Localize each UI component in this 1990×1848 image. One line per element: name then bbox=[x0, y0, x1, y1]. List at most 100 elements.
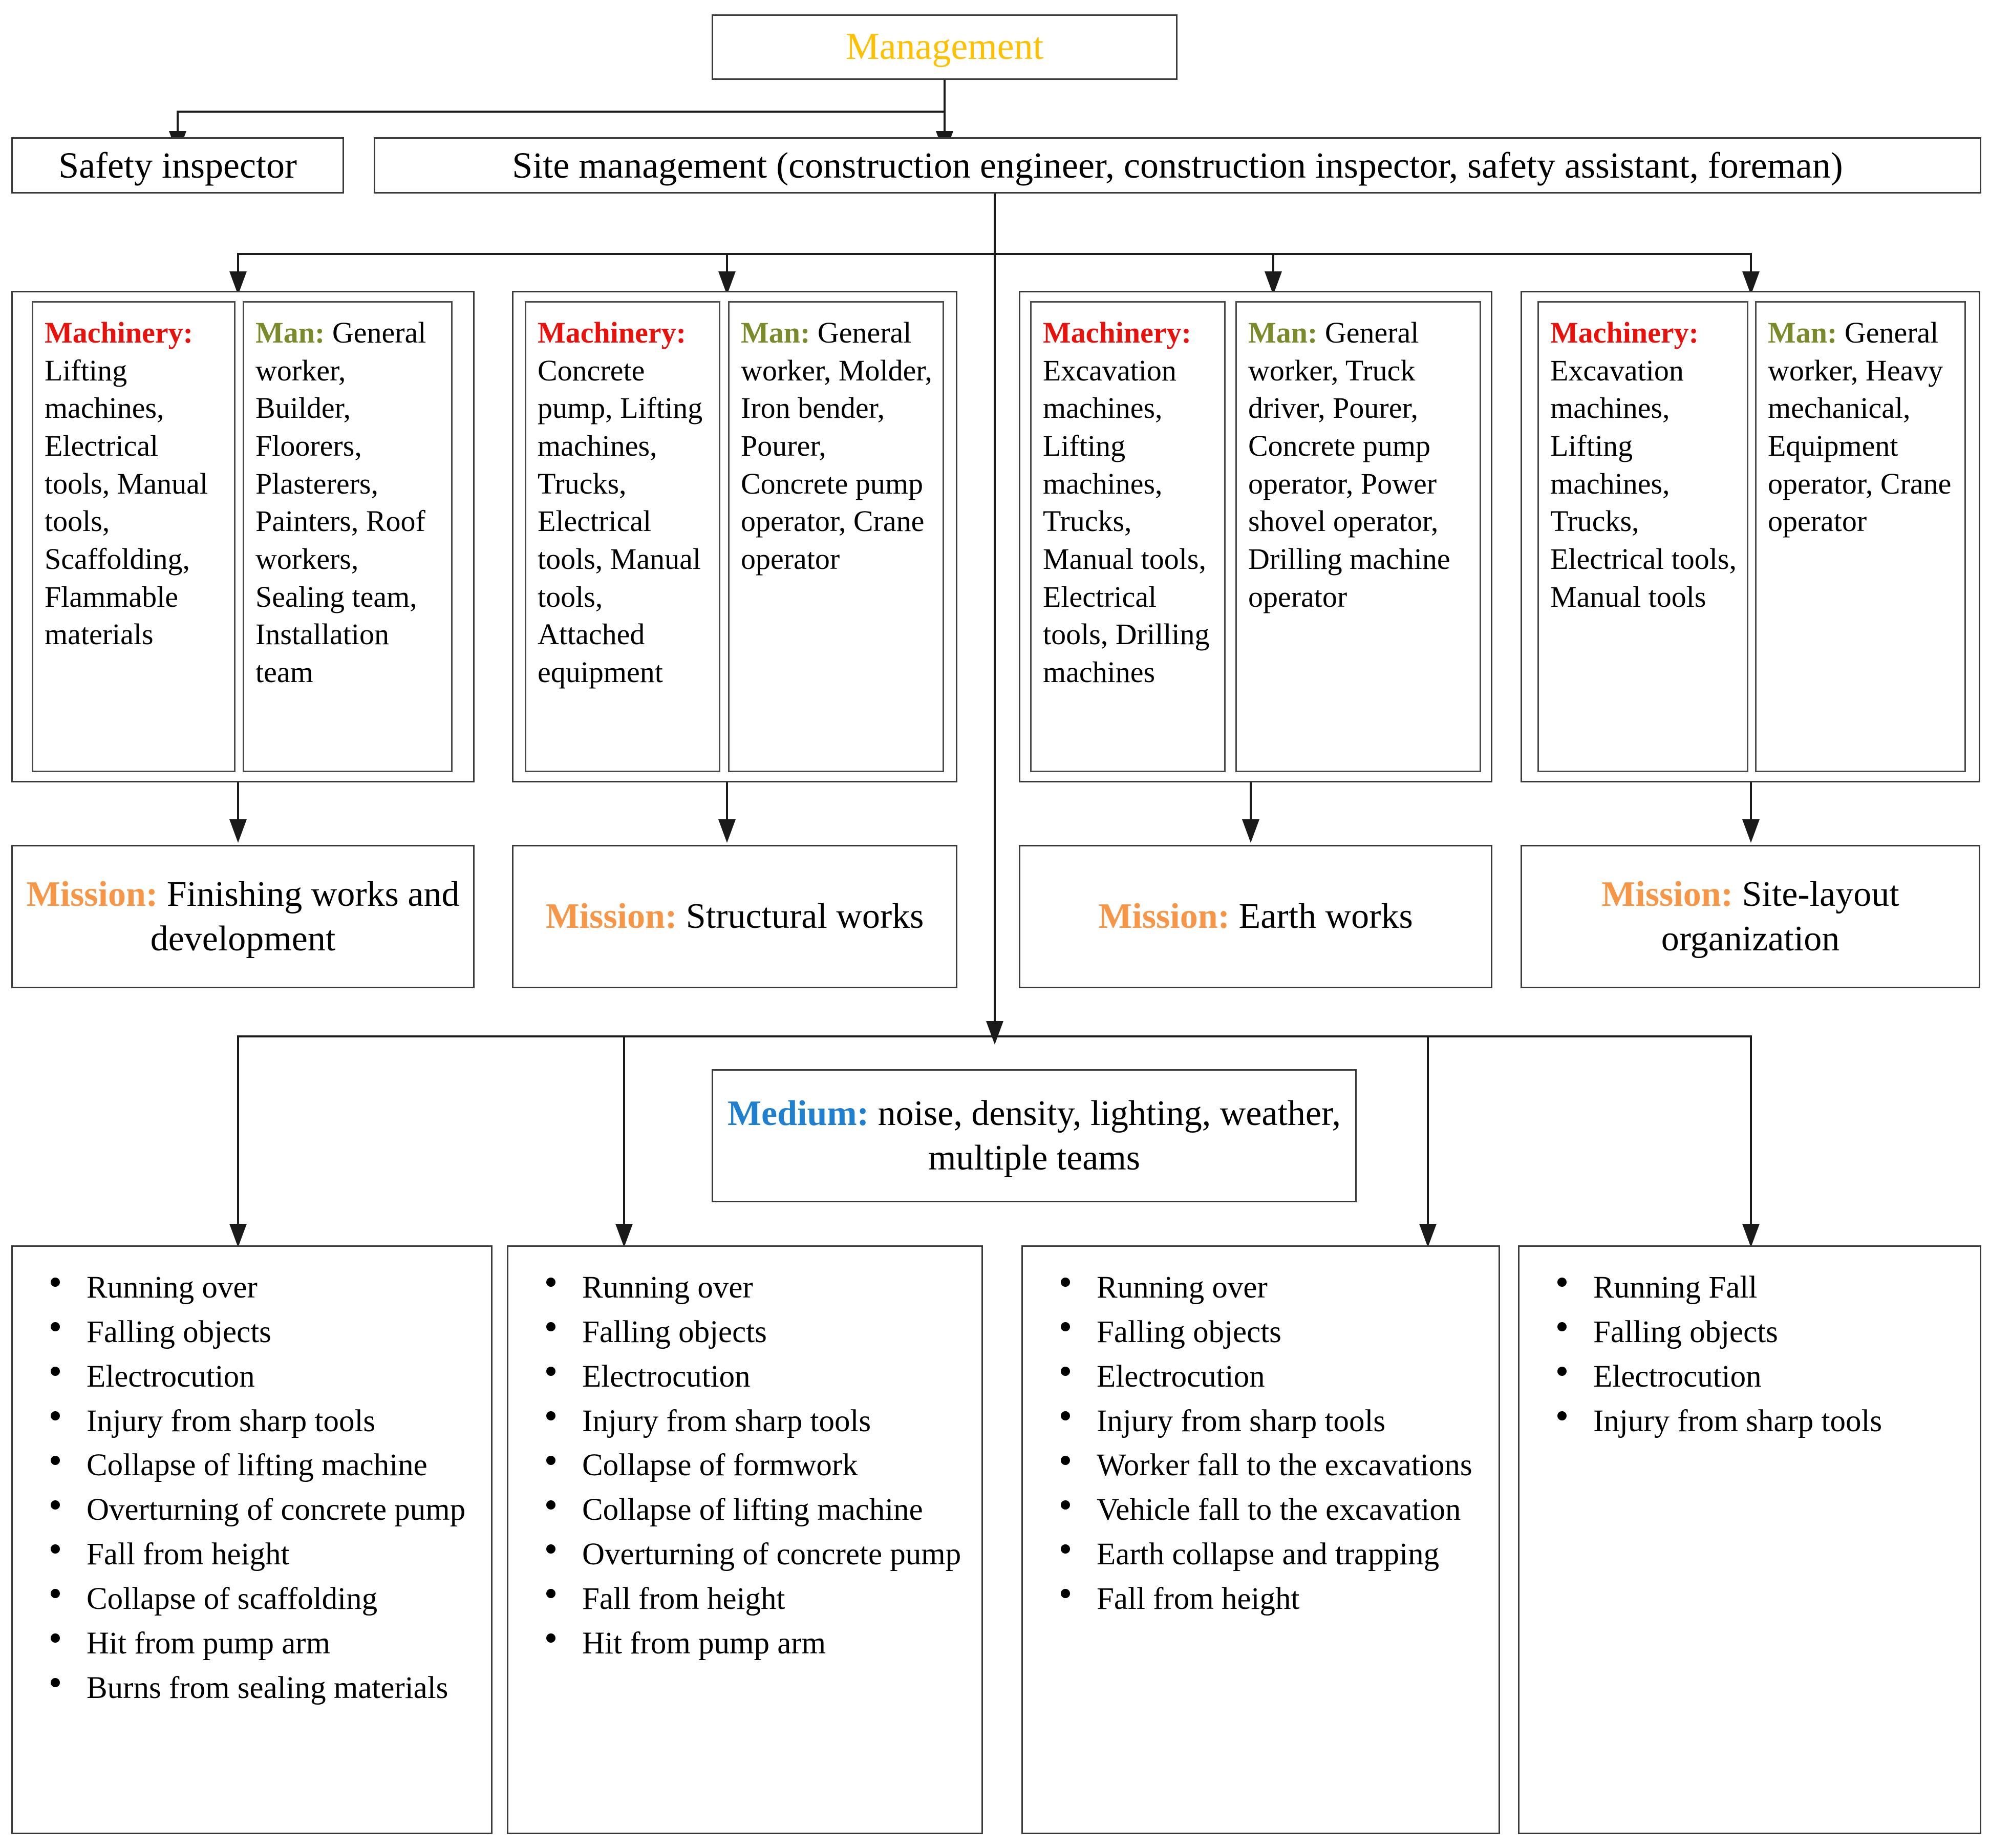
connector-to-safety-inspector bbox=[177, 111, 179, 134]
bullet-icon bbox=[1557, 1411, 1567, 1420]
arrowhead-mission-3 bbox=[1242, 819, 1259, 843]
mission-box-1[interactable]: Mission: Finishing works and development bbox=[11, 845, 475, 988]
machinery-card-2[interactable]: Machinery: Concrete pump, Lifting machin… bbox=[525, 301, 720, 772]
arrowhead-medium bbox=[986, 1021, 1003, 1045]
man-card-2[interactable]: Man: General worker, Molder, Iron bender… bbox=[728, 301, 944, 772]
connector-group1-to-mission1 bbox=[237, 782, 239, 822]
man-label-1: Man: bbox=[255, 316, 332, 349]
man-card-1[interactable]: Man: General worker, Builder, Floorers, … bbox=[243, 301, 453, 772]
machinery-text-1: Lifting machines, Electrical tools, Manu… bbox=[45, 353, 208, 651]
mission-text-3: Mission: Earth works bbox=[1020, 894, 1491, 939]
arrowhead-mission-2 bbox=[718, 819, 736, 843]
bullet-icon bbox=[546, 1455, 555, 1465]
connector-to-group-4 bbox=[1750, 253, 1752, 274]
bullet-icon bbox=[546, 1633, 555, 1643]
connector-to-risk-4 bbox=[1750, 1035, 1752, 1227]
mission-box-2[interactable]: Mission: Structural works bbox=[512, 845, 957, 988]
bullet-icon bbox=[51, 1633, 60, 1643]
machinery-card-4[interactable]: Machinery: Excavation machines, Lifting … bbox=[1537, 301, 1748, 772]
arrowhead-mission-1 bbox=[229, 819, 247, 843]
mission-box-4[interactable]: Mission: Site-layout organization bbox=[1521, 845, 1980, 988]
bullet-icon bbox=[51, 1411, 60, 1420]
risk-item: Hit from pump arm bbox=[546, 1624, 969, 1664]
bullet-icon bbox=[1557, 1322, 1567, 1332]
risk-item: Running Fall bbox=[1557, 1268, 1967, 1308]
machinery-card-1[interactable]: Machinery: Lifting machines, Electrical … bbox=[32, 301, 236, 772]
mission-label-3: Mission: bbox=[1098, 897, 1239, 937]
mission-box-3[interactable]: Mission: Earth works bbox=[1019, 845, 1492, 988]
connector-level2-bus bbox=[177, 111, 946, 113]
node-medium[interactable]: Medium: noise, density, lighting, weathe… bbox=[712, 1069, 1357, 1202]
risk-item: Hit from pump arm bbox=[51, 1624, 479, 1664]
connector-to-group-1 bbox=[237, 253, 239, 274]
connector-group2-to-mission2 bbox=[726, 782, 728, 822]
connector-site-management-stem bbox=[994, 194, 996, 255]
risk-item: Vehicle fall to the excavation bbox=[1061, 1491, 1486, 1530]
mission-value-2: Structural works bbox=[686, 897, 924, 937]
connector-risk-bus bbox=[237, 1035, 1750, 1037]
bullet-icon bbox=[1061, 1589, 1070, 1599]
arrowhead-risk-4 bbox=[1742, 1224, 1760, 1247]
arrowhead-mission-4 bbox=[1742, 819, 1760, 843]
risk-item: Injury from sharp tools bbox=[1557, 1402, 1967, 1441]
bullet-icon bbox=[1557, 1278, 1567, 1287]
mission-label-4: Mission: bbox=[1601, 874, 1742, 914]
arrowhead-risk-3 bbox=[1419, 1224, 1437, 1247]
machinery-card-3[interactable]: Machinery: Excavation machines, Lifting … bbox=[1030, 301, 1226, 772]
risk-item: Falling objects bbox=[1557, 1313, 1967, 1352]
risk-item: Collapse of lifting machine bbox=[546, 1491, 969, 1530]
man-card-3[interactable]: Man: General worker, Truck driver, Poure… bbox=[1235, 301, 1481, 772]
bullet-icon bbox=[1557, 1367, 1567, 1376]
bullet-icon bbox=[51, 1367, 60, 1376]
mission-label-1: Mission: bbox=[26, 874, 167, 914]
risk-item: Overturning of concrete pump bbox=[51, 1491, 479, 1530]
risk-item: Electrocution bbox=[51, 1357, 479, 1397]
connector-groups-bus bbox=[237, 253, 1750, 255]
bullet-icon bbox=[51, 1544, 60, 1554]
node-site-management-label: Site management (construction engineer, … bbox=[512, 144, 1843, 186]
bullet-icon bbox=[51, 1589, 60, 1599]
risk-item: Electrocution bbox=[1061, 1357, 1486, 1397]
man-card-4[interactable]: Man: General worker, Heavy mechanical, E… bbox=[1755, 301, 1966, 772]
risk-item: Falling objects bbox=[546, 1313, 969, 1352]
risk-item: Collapse of scaffolding bbox=[51, 1580, 479, 1619]
risk-item: Fall from height bbox=[546, 1580, 969, 1619]
bullet-icon bbox=[1061, 1322, 1070, 1332]
man-label-2: Man: bbox=[741, 316, 818, 349]
risk-item: Electrocution bbox=[1557, 1357, 1967, 1397]
node-site-management[interactable]: Site management (construction engineer, … bbox=[374, 137, 1981, 194]
medium-value: noise, density, lighting, weather, multi… bbox=[878, 1093, 1341, 1178]
man-label-3: Man: bbox=[1248, 316, 1325, 349]
machinery-label-3: Machinery: bbox=[1043, 316, 1191, 349]
risk-item: Electrocution bbox=[546, 1357, 969, 1397]
man-text-3: General worker, Truck driver, Pourer, Co… bbox=[1248, 316, 1450, 613]
risk-item: Earth collapse and trapping bbox=[1061, 1535, 1486, 1575]
connector-to-site-management bbox=[944, 111, 946, 134]
mission-value-3: Earth works bbox=[1238, 897, 1413, 937]
medium-label: Medium: bbox=[727, 1093, 878, 1133]
connector-management-stem bbox=[944, 80, 946, 113]
bullet-icon bbox=[1061, 1411, 1070, 1420]
arrowhead-risk-2 bbox=[615, 1224, 633, 1247]
risk-item: Fall from height bbox=[51, 1535, 479, 1575]
risk-item: Injury from sharp tools bbox=[51, 1402, 479, 1441]
mission-value-1: Finishing works and development bbox=[150, 874, 460, 959]
mission-text-2: Mission: Structural works bbox=[513, 894, 956, 939]
machinery-label-4: Machinery: bbox=[1550, 316, 1699, 349]
mission-text-4: Mission: Site-layout organization bbox=[1522, 872, 1979, 962]
node-management[interactable]: Management bbox=[712, 14, 1178, 80]
risk-item: Injury from sharp tools bbox=[1061, 1402, 1486, 1441]
mission-value-4: Site-layout organization bbox=[1661, 874, 1899, 959]
risk-item: Burns from sealing materials bbox=[51, 1669, 479, 1708]
node-management-label: Management bbox=[845, 26, 1044, 68]
connector-to-group-3 bbox=[1272, 253, 1274, 274]
node-safety-inspector[interactable]: Safety inspector bbox=[11, 137, 344, 194]
bullet-icon bbox=[51, 1455, 60, 1465]
